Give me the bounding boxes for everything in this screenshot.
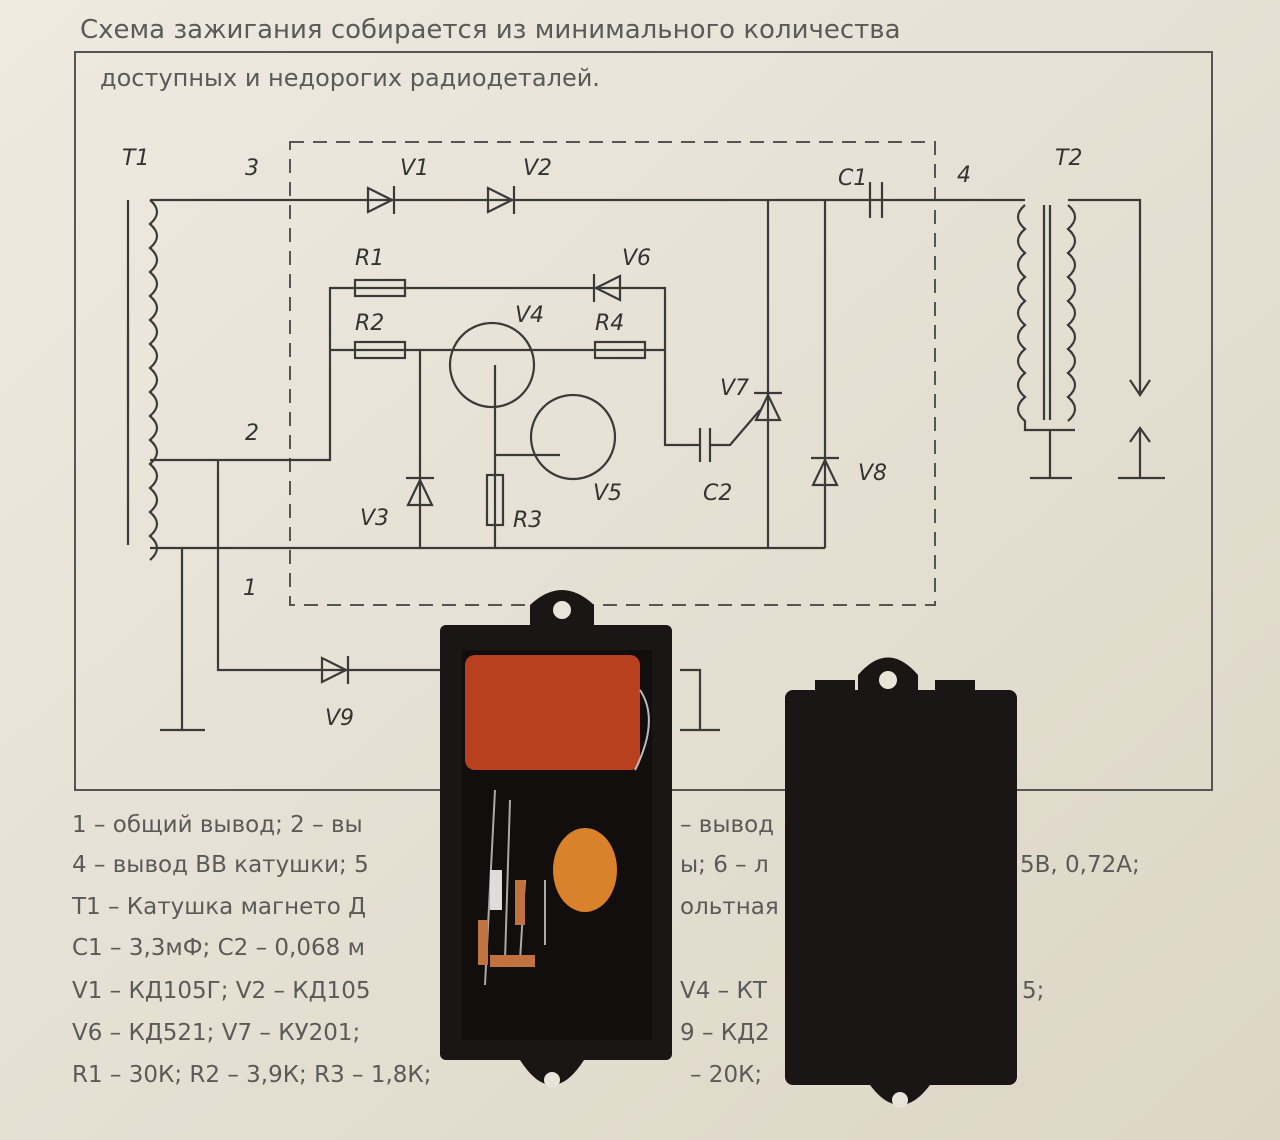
- legend-left: 1 – общий вывод; 2 – вы 4 – вывод ВВ кат…: [71, 812, 432, 1088]
- label-r1: R1: [355, 246, 384, 271]
- legend-line-5-right: V4 – КТ: [680, 978, 768, 1004]
- label-v6: V6: [622, 246, 651, 271]
- legend-line-4: C1 – 3,3мФ; C2 – 0,068 м: [72, 935, 365, 961]
- legend-line-6-right: 9 – КД2: [680, 1020, 770, 1046]
- label-v8: V8: [858, 461, 887, 486]
- t2-secondary: [1066, 204, 1077, 422]
- resistor-r4: [593, 340, 647, 360]
- resistor-r3: [485, 473, 505, 527]
- label-v9: V9: [325, 706, 354, 731]
- legend-line-2-far: 5В, 0,72А;: [1020, 852, 1140, 878]
- label-v4: V4: [515, 303, 544, 328]
- label-r3: R3: [513, 508, 542, 533]
- legend-line-7: R1 – 30К; R2 – 3,9К; R3 – 1,8К;: [72, 1062, 432, 1088]
- diode-v3: [406, 476, 434, 507]
- diode-v2: [486, 186, 516, 214]
- lid-body: [785, 690, 1017, 1085]
- capacitor-c2: [698, 428, 712, 462]
- diode-v8: [811, 456, 839, 487]
- diode-v7: [754, 391, 782, 422]
- legend-line-3: T1 – Катушка магнето Д: [71, 894, 366, 920]
- small-capacitor: [553, 828, 617, 912]
- label-pin-1: 1: [243, 576, 257, 601]
- resistor-2: [478, 920, 488, 965]
- label-v5: V5: [593, 481, 622, 506]
- diode-v9: [320, 656, 350, 684]
- legend-line-2-right: ы; 6 – л: [680, 852, 769, 878]
- resistor-3: [490, 955, 535, 967]
- label-pin-3: 3: [245, 156, 259, 181]
- resistor-r2: [353, 340, 407, 360]
- ground-2: [1030, 430, 1072, 480]
- label-v7: V7: [720, 376, 749, 401]
- diode-v1: [366, 186, 396, 214]
- legend-line-7-right: – 20К;: [690, 1062, 762, 1088]
- label-r2: R2: [355, 311, 384, 336]
- legend-line-1-right: – вывод: [680, 812, 774, 838]
- diode-v6: [592, 274, 622, 302]
- open-enclosure: [440, 590, 672, 1088]
- label-r4: R4: [595, 311, 624, 336]
- label-pin-4: 4: [957, 163, 971, 188]
- legend-line-1: 1 – общий вывод; 2 – вы: [72, 812, 363, 838]
- spark-gap-lower: [1118, 426, 1165, 480]
- capacitor-c1: [868, 182, 884, 218]
- legend-right: – вывод ы; 6 – л 5В, 0,72А; ольтная V4 –…: [680, 812, 1140, 1088]
- schematic: T1 T2 V1 V2 V6 V4 V5 V7 V8 V3 V9 R1 R2 R…: [74, 51, 1213, 791]
- ground-1: [160, 548, 205, 732]
- legend-line-5-far: 5;: [1022, 978, 1044, 1004]
- resistor-white: [490, 870, 502, 910]
- label-c2: C2: [703, 481, 732, 506]
- label-t1: T1: [122, 146, 149, 171]
- resistor-r1: [353, 278, 407, 298]
- label-v2: V2: [523, 156, 552, 181]
- label-c1: C1: [838, 166, 867, 191]
- legend-line-3-right: ольтная: [680, 894, 779, 920]
- legend-line-6: V6 – КД521; V7 – КУ201;: [72, 1020, 360, 1046]
- t1-coil: [148, 199, 159, 561]
- enclosure-lid: [785, 657, 1017, 1108]
- film-capacitor: [465, 655, 640, 770]
- label-v3: V3: [360, 506, 389, 531]
- heading-line-1: Схема зажигания собирается из минимально…: [80, 15, 901, 45]
- legend-line-5: V1 – КД105Г; V2 – КД105: [72, 978, 370, 1004]
- heading-line-2: доступных и недорогих радиодеталей.: [100, 64, 600, 92]
- label-t2: T2: [1055, 146, 1082, 171]
- transistor-v5: [529, 393, 617, 481]
- t2-primary: [1016, 204, 1075, 432]
- legend-line-2: 4 – вывод ВВ катушки; 5: [72, 852, 369, 878]
- resistor-1: [515, 880, 525, 925]
- label-v1: V1: [400, 156, 429, 181]
- transistor-v4: [448, 321, 536, 409]
- spark-gap-upper: [1068, 198, 1151, 397]
- module-boundary: [289, 141, 936, 606]
- label-pin-2: 2: [245, 421, 259, 446]
